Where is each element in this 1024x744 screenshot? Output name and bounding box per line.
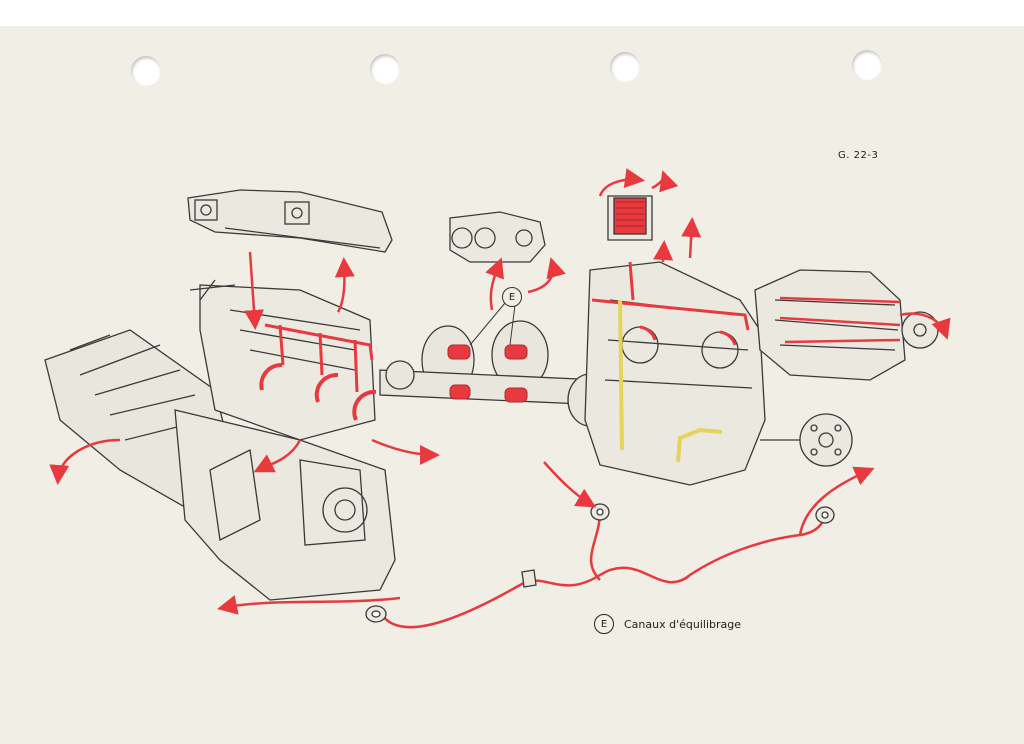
flow-arrow (681, 217, 702, 259)
pipe-fittings (365, 503, 835, 623)
flow-arrow (334, 257, 355, 313)
punch-hole (370, 54, 400, 84)
distributor-gear (760, 413, 853, 467)
oil-gallery-right (591, 261, 750, 346)
oil-gallery-left (264, 323, 374, 393)
oil-flow-arrows (49, 168, 951, 615)
right-crankcase (584, 261, 766, 486)
flow-arrow (598, 168, 645, 197)
flow-arrow (253, 439, 302, 473)
timing-cover (754, 269, 939, 381)
flow-arrow (798, 466, 875, 536)
legend: E Canaux d'équilibrage (594, 614, 741, 634)
flow-arrow (371, 438, 440, 465)
legend-mark: E (594, 614, 614, 634)
flow-arrow (217, 595, 401, 615)
callout-leaders (469, 302, 516, 346)
oil-cooler (187, 189, 393, 253)
flow-arrow (49, 438, 121, 485)
punch-hole (610, 52, 640, 82)
crankpin-bearings (447, 344, 528, 403)
left-engine-casing (44, 279, 396, 601)
oil-filter (607, 195, 653, 241)
camshaft-oil-lines (779, 296, 901, 344)
legend-text: Canaux d'équilibrage (624, 617, 742, 631)
flow-arrow (243, 251, 264, 330)
oil-pump (449, 211, 546, 263)
punch-hole (852, 50, 882, 80)
flow-arrow (653, 240, 674, 263)
callout-e: E (502, 287, 522, 307)
balance-channel-pipe (380, 511, 827, 629)
flow-arrow (899, 312, 951, 340)
flow-arrow (543, 461, 597, 508)
oil-pickup-pipe (618, 299, 723, 463)
crankshaft (379, 320, 613, 427)
main-bearing-shells (259, 362, 377, 421)
flow-arrow (485, 257, 504, 311)
figure-reference: G. 22-3 (838, 150, 879, 161)
flow-arrow (651, 170, 679, 193)
punch-hole (131, 56, 161, 86)
flow-arrow (527, 257, 566, 294)
